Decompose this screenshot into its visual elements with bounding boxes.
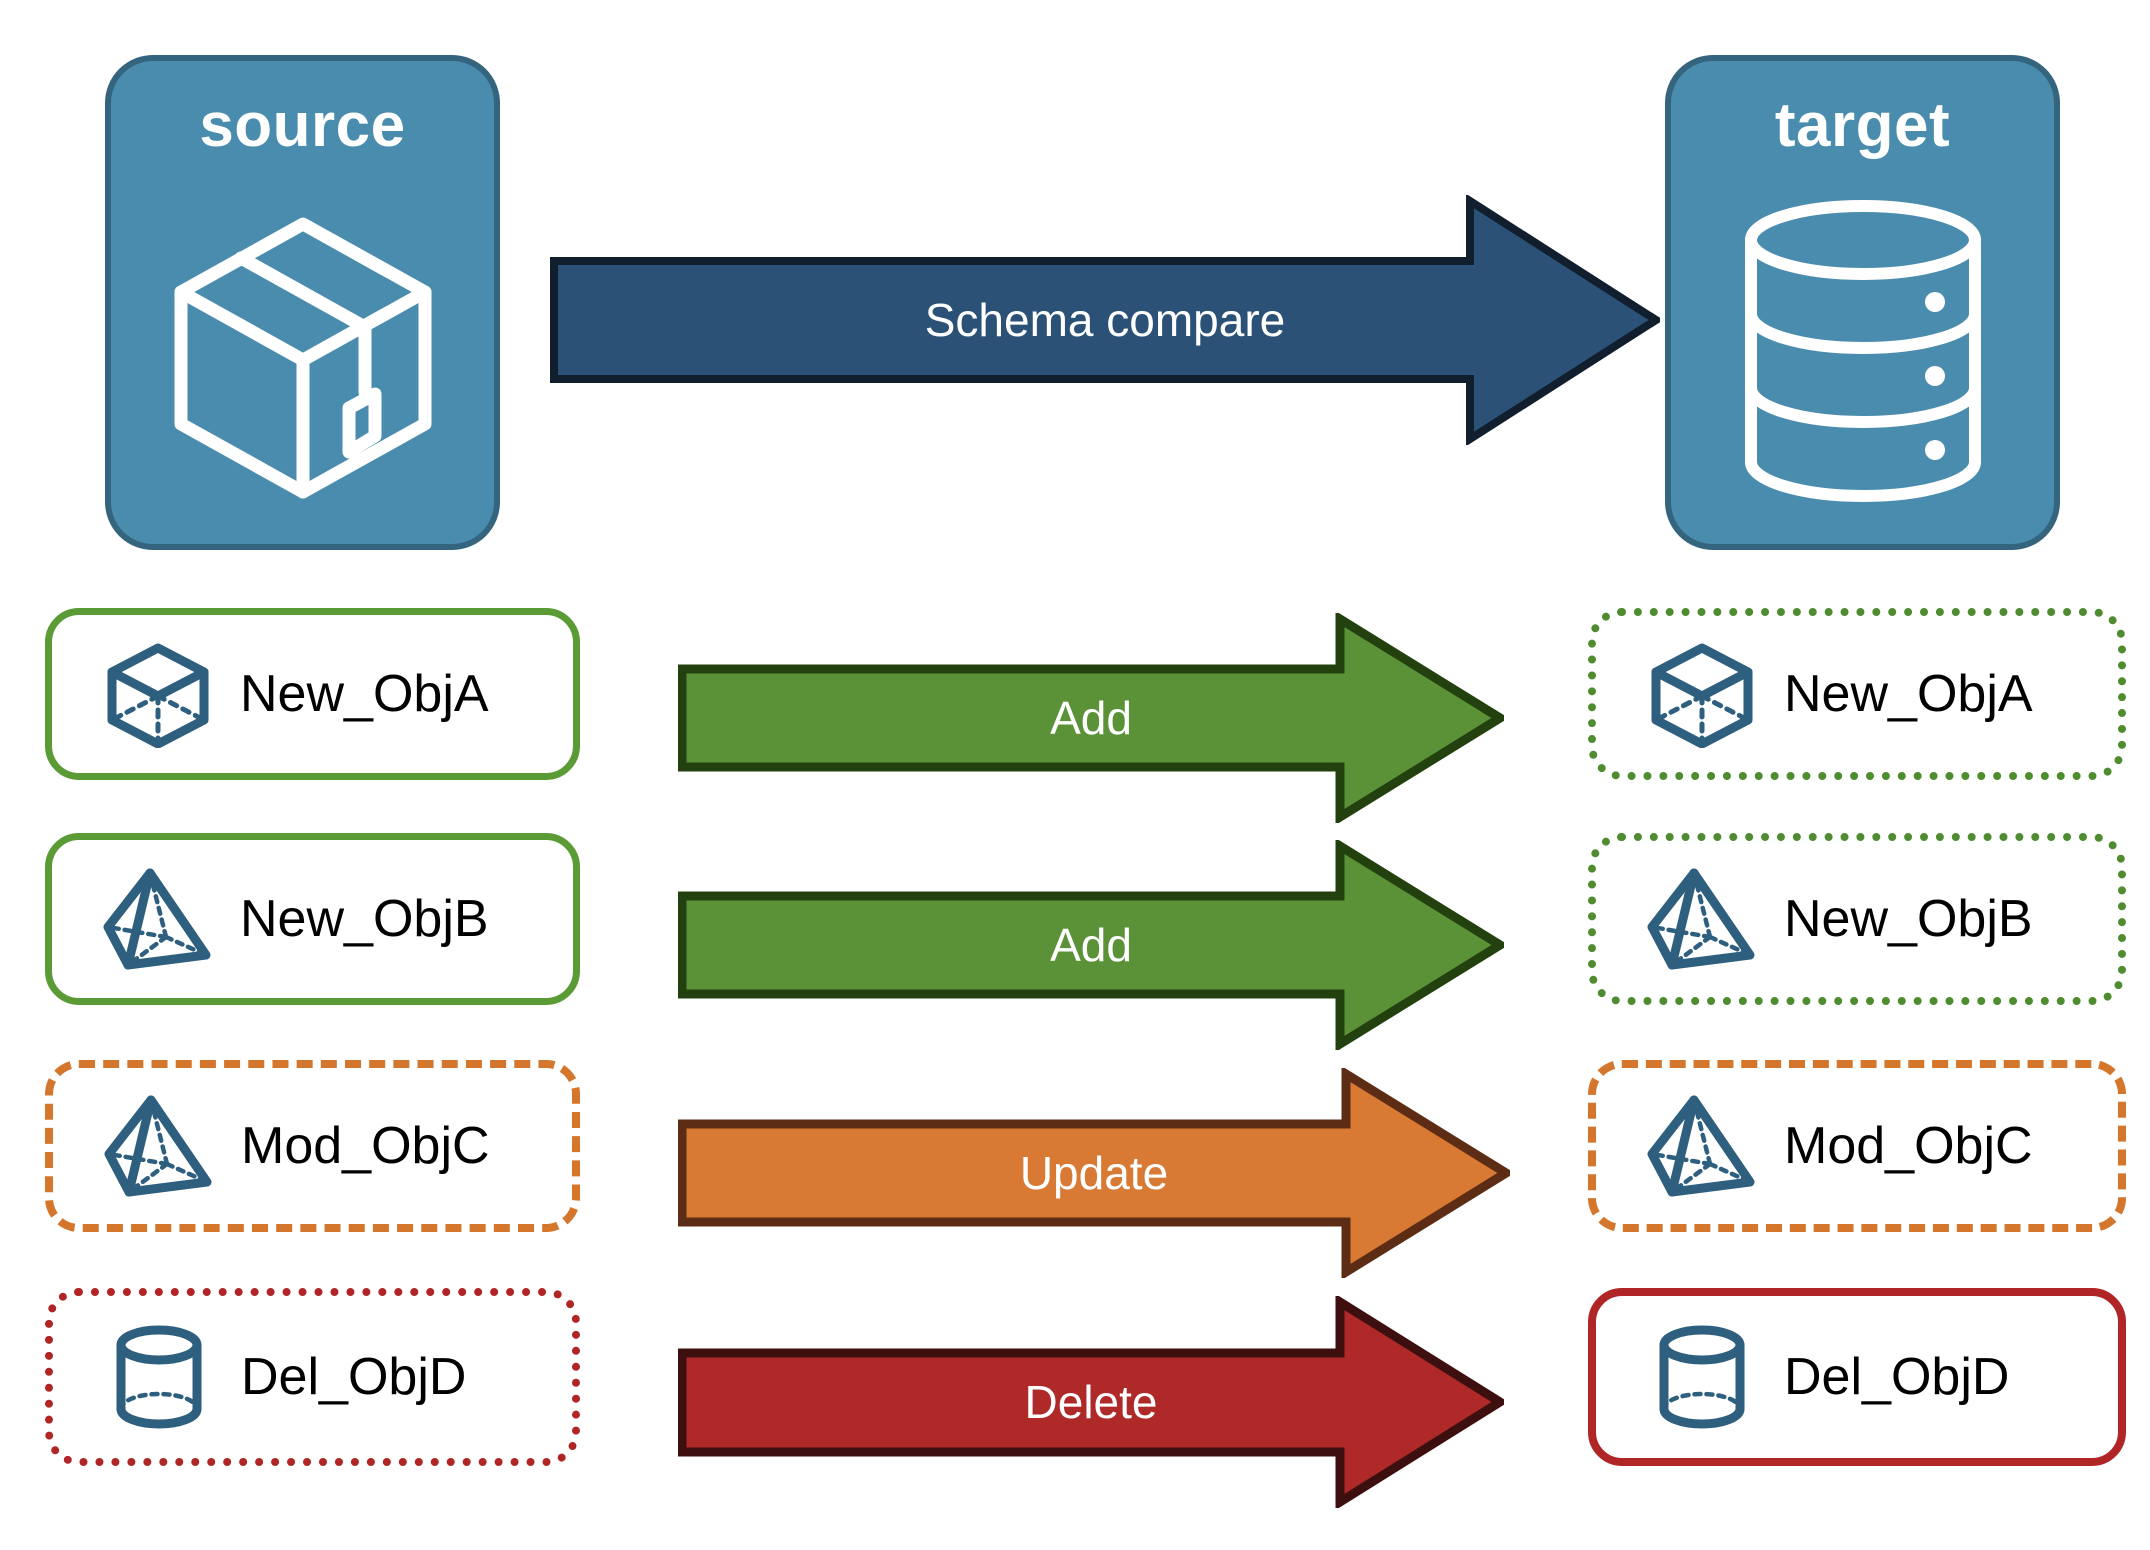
- target-object-card-3[interactable]: Mod_ObjC: [1588, 1060, 2126, 1232]
- target-object-card-1[interactable]: New_ObjA: [1588, 608, 2126, 780]
- target-object-card-4[interactable]: Del_ObjD: [1588, 1288, 2126, 1466]
- cylinder-wireframe-icon: [99, 1323, 219, 1431]
- source-object-label-1: New_ObjA: [240, 665, 489, 723]
- pyramid-wireframe-icon: [98, 867, 218, 971]
- source-object-label-3: Mod_ObjC: [241, 1117, 490, 1175]
- target-endpoint-title: target: [1774, 91, 1951, 160]
- target-object-label-1: New_ObjA: [1784, 665, 2033, 723]
- source-object-card-1[interactable]: New_ObjA: [45, 608, 580, 780]
- delete-arrow-shape: [677, 1293, 1509, 1511]
- target-object-card-2[interactable]: New_ObjB: [1588, 833, 2126, 1005]
- pyramid-wireframe-icon: [1642, 1094, 1762, 1198]
- target-object-label-4: Del_ObjD: [1784, 1348, 2010, 1406]
- target-object-label-2: New_ObjB: [1784, 890, 2033, 948]
- add-arrow-1[interactable]: Add: [677, 610, 1509, 826]
- cylinder-wireframe-icon: [1642, 1323, 1762, 1431]
- source-object-card-2[interactable]: New_ObjB: [45, 833, 580, 1005]
- target-object-label-3: Mod_ObjC: [1784, 1117, 2033, 1175]
- add-arrow-2-shape: [677, 837, 1509, 1053]
- package-box-icon: [111, 157, 494, 544]
- source-endpoint-title: source: [199, 91, 406, 160]
- add-arrow-1-shape: [677, 610, 1509, 826]
- source-object-label-4: Del_ObjD: [241, 1348, 467, 1406]
- cube-wireframe-icon: [1642, 640, 1762, 748]
- source-object-card-3[interactable]: Mod_ObjC: [45, 1060, 580, 1232]
- update-arrow[interactable]: Update: [677, 1065, 1515, 1281]
- cube-wireframe-icon: [98, 640, 218, 748]
- source-object-card-4[interactable]: Del_ObjD: [45, 1288, 580, 1466]
- source-endpoint-card[interactable]: source: [105, 55, 500, 550]
- update-arrow-shape: [677, 1065, 1515, 1281]
- schema-compare-arrow-shape: [550, 193, 1664, 447]
- add-arrow-2[interactable]: Add: [677, 837, 1509, 1053]
- target-endpoint-card[interactable]: target: [1665, 55, 2060, 550]
- pyramid-wireframe-icon: [1642, 867, 1762, 971]
- database-cylinder-icon: [1671, 157, 2054, 544]
- pyramid-wireframe-icon: [99, 1094, 219, 1198]
- schema-compare-arrow[interactable]: Schema compare: [550, 193, 1664, 447]
- delete-arrow[interactable]: Delete: [677, 1293, 1509, 1511]
- source-object-label-2: New_ObjB: [240, 890, 489, 948]
